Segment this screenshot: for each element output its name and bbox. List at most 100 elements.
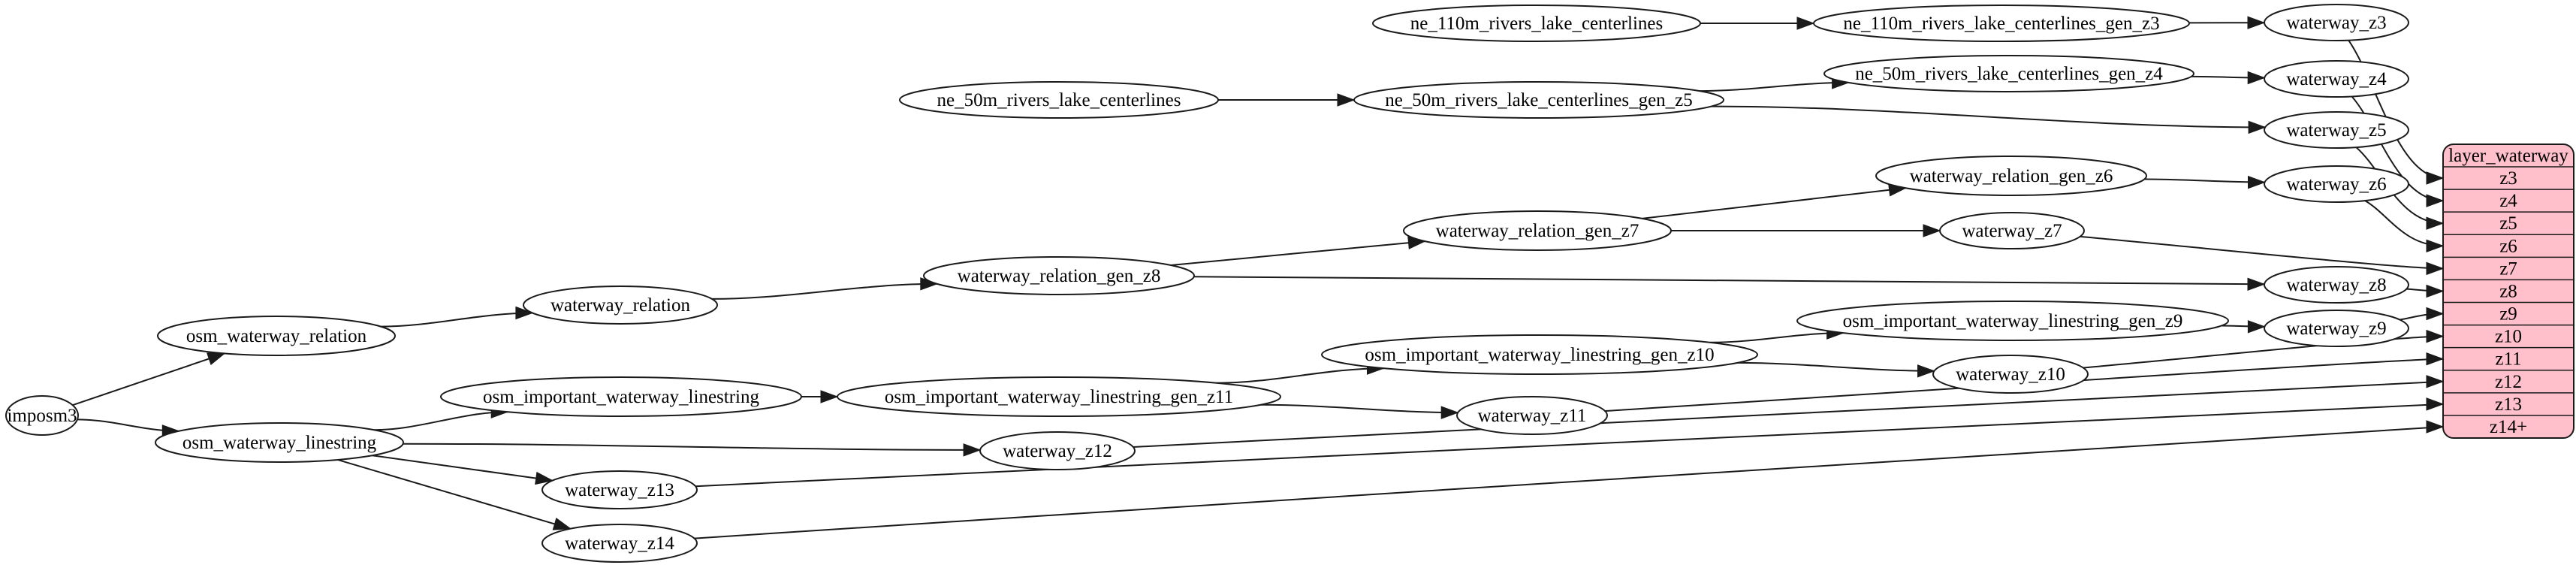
node-label: waterway_z6	[2286, 174, 2386, 195]
arrowhead-icon	[2426, 194, 2445, 207]
node-ellipse	[1823, 55, 2194, 92]
edge-waterway_z9-to-layer_waterway-z9	[2400, 307, 2445, 321]
arrowhead-icon	[2426, 375, 2445, 388]
node-ellipse	[2264, 266, 2409, 304]
node-label: osm_waterway_linestring	[182, 433, 377, 453]
node-label: waterway_z5	[2286, 120, 2386, 140]
edge-osm_waterway_linestring-to-waterway_z13	[372, 455, 554, 485]
node-ellipse	[155, 422, 404, 463]
edge-waterway_z4-to-layer_waterway-z4	[2351, 95, 2445, 207]
edge-line	[403, 443, 981, 451]
edge-osm_important_waterway_linestring_gen_z10-to-waterway_z10	[1737, 361, 1935, 378]
edge-ne_110m_rivers_lake_centerlines_gen_z3-to-waterway_z3	[2188, 16, 2266, 29]
edge-ne_110m_rivers_lake_centerlines-to-ne_110m_rivers_lake_centerlines_gen_z3	[1700, 17, 1815, 30]
node-label: waterway_z3	[2286, 13, 2386, 33]
edge-layer	[72, 16, 2445, 539]
edge-line	[695, 403, 2444, 488]
node-ellipse	[899, 81, 1219, 119]
table-row-label: z3	[2499, 168, 2517, 189]
table-row-label: z14+	[2490, 417, 2527, 437]
arrowhead-icon	[552, 517, 572, 530]
node-label: osm_waterway_relation	[186, 326, 367, 346]
edge-line	[1260, 403, 1458, 414]
table-row: z5	[2499, 213, 2517, 234]
node-ne_50m_rivers_lake_centerlines_gen_z4: ne_50m_rivers_lake_centerlines_gen_z4	[1823, 55, 2194, 92]
node-ellipse	[2264, 60, 2409, 98]
node-label: waterway_z13	[565, 480, 674, 500]
table-row: z11	[2495, 349, 2521, 370]
edge-line	[1699, 81, 1849, 92]
edge-waterway_z6-to-layer_waterway-z6	[2364, 200, 2445, 253]
arrowhead-icon	[2247, 320, 2266, 334]
edge-line	[2083, 335, 2444, 369]
node-waterway_z7: waterway_z7	[1939, 212, 2085, 249]
arrowhead-icon	[820, 390, 839, 403]
node-ellipse	[979, 431, 1136, 470]
node-imposm3: imposm3	[5, 395, 79, 436]
node-label: osm_important_waterway_linestring_gen_z1…	[885, 387, 1233, 407]
arrowhead-icon	[535, 471, 554, 485]
table-row-label: z12	[2495, 372, 2522, 392]
node-ellipse	[541, 524, 698, 563]
table-row: z12	[2495, 372, 2522, 392]
node-ellipse	[837, 376, 1281, 417]
node-waterway_relation_gen_z7: waterway_relation_gen_z7	[1403, 210, 1672, 251]
arrowhead-icon	[2247, 277, 2266, 292]
node-label: waterway_z14	[565, 533, 674, 554]
node-label: waterway_z9	[2286, 319, 2386, 339]
edge-line	[1216, 367, 1384, 384]
arrowhead-icon	[2426, 420, 2445, 434]
edge-osm_important_waterway_linestring-to-osm_important_waterway_linestring_gen_z11	[801, 390, 839, 403]
node-waterway_z8: waterway_z8	[2264, 266, 2409, 304]
node-ellipse	[2264, 4, 2409, 41]
node-ne_110m_rivers_lake_centerlines: ne_110m_rivers_lake_centerlines	[1372, 5, 1701, 42]
node-waterway_z9: waterway_z9	[2264, 310, 2409, 347]
table-layer_waterway: layer_waterwayz3z4z5z6z7z8z9z10z11z12z13…	[2442, 144, 2574, 439]
edge-osm_waterway_linestring-to-waterway_z14	[337, 458, 572, 530]
node-waterway_relation: waterway_relation	[523, 286, 718, 325]
arrowhead-icon	[2248, 175, 2266, 189]
arrowhead-icon	[1440, 406, 1459, 419]
node-waterway_z14: waterway_z14	[541, 524, 698, 563]
edge-line	[1642, 187, 1906, 219]
node-label: ne_50m_rivers_lake_centerlines_gen_z5	[1385, 90, 1693, 110]
arrowhead-icon	[1796, 17, 1815, 30]
edge-waterway_z10-to-layer_waterway-z10	[2083, 329, 2445, 369]
arrowhead-icon	[2247, 16, 2266, 29]
edge-waterway_z13-to-layer_waterway-z13	[695, 397, 2445, 488]
arrowhead-icon	[963, 443, 982, 457]
table-row: z4	[2499, 191, 2517, 211]
edge-line	[372, 455, 553, 482]
arrowhead-icon	[2426, 397, 2445, 411]
table-row: z13	[2495, 394, 2522, 415]
node-label: osm_important_waterway_linestring	[483, 387, 759, 407]
node-label: waterway_z8	[2286, 275, 2386, 295]
node-osm_important_waterway_linestring_gen_z9: osm_important_waterway_linestring_gen_z9	[1796, 301, 2229, 341]
edge-waterway_relation_gen_z6-to-waterway_z6	[2144, 175, 2266, 189]
node-ellipse	[1321, 334, 1758, 375]
edge-waterway_z12-to-layer_waterway-z12	[1133, 375, 2445, 448]
node-ellipse	[1456, 396, 1608, 435]
edge-line	[711, 282, 937, 300]
arrowhead-icon	[2426, 329, 2445, 343]
node-label: waterway_z10	[1956, 364, 2065, 385]
arrowhead-icon	[515, 306, 534, 320]
edge-osm_important_waterway_linestring_gen_z9-to-waterway_z9	[2221, 320, 2266, 334]
node-ellipse	[1403, 210, 1672, 251]
node-label: waterway_relation	[550, 295, 691, 316]
arrowhead-icon	[2247, 71, 2266, 85]
node-osm_important_waterway_linestring_gen_z10: osm_important_waterway_linestring_gen_z1…	[1321, 334, 1758, 375]
node-label: ne_50m_rivers_lake_centerlines	[937, 90, 1181, 110]
node-ne_110m_rivers_lake_centerlines_gen_z3: ne_110m_rivers_lake_centerlines_gen_z3	[1813, 5, 2190, 42]
edge-line	[1605, 358, 2444, 412]
arrowhead-icon	[2426, 239, 2445, 253]
table-row: z10	[2495, 327, 2522, 347]
edge-waterway_z8-to-layer_waterway-z8	[2406, 284, 2445, 298]
node-osm_waterway_linestring: osm_waterway_linestring	[155, 422, 404, 463]
edge-osm_waterway_relation-to-waterway_relation	[380, 306, 534, 328]
node-label: ne_110m_rivers_lake_centerlines_gen_z3	[1843, 14, 2159, 34]
node-ellipse	[523, 286, 718, 325]
node-label: waterway_z12	[1003, 441, 1112, 461]
node-label: waterway_z11	[1478, 406, 1587, 426]
node-waterway_z4: waterway_z4	[2264, 60, 2409, 98]
